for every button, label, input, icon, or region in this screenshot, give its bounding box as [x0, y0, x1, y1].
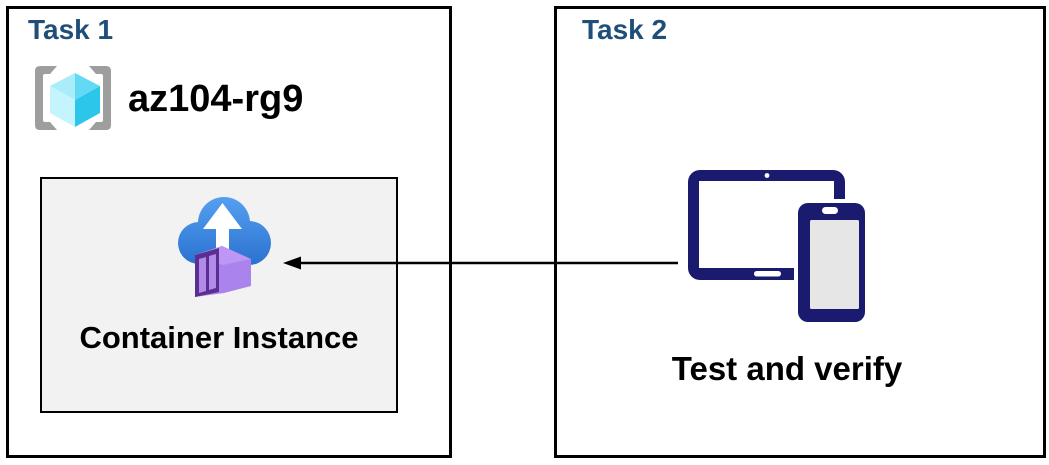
devices-icon: [688, 170, 869, 326]
task2-title: Task 2: [582, 14, 668, 45]
test-and-verify-label: Test and verify: [671, 350, 903, 387]
container-instance-icon: [178, 197, 271, 297]
task1-title: Task 1: [28, 14, 114, 45]
phone-glyph: [794, 199, 869, 326]
resource-group-icon: [35, 66, 111, 130]
container-box-glyph: [195, 246, 251, 297]
container-instance-label: Container Instance: [79, 320, 359, 355]
resource-group-name: az104-rg9: [128, 78, 304, 120]
arrow-left-icon: [283, 256, 678, 270]
